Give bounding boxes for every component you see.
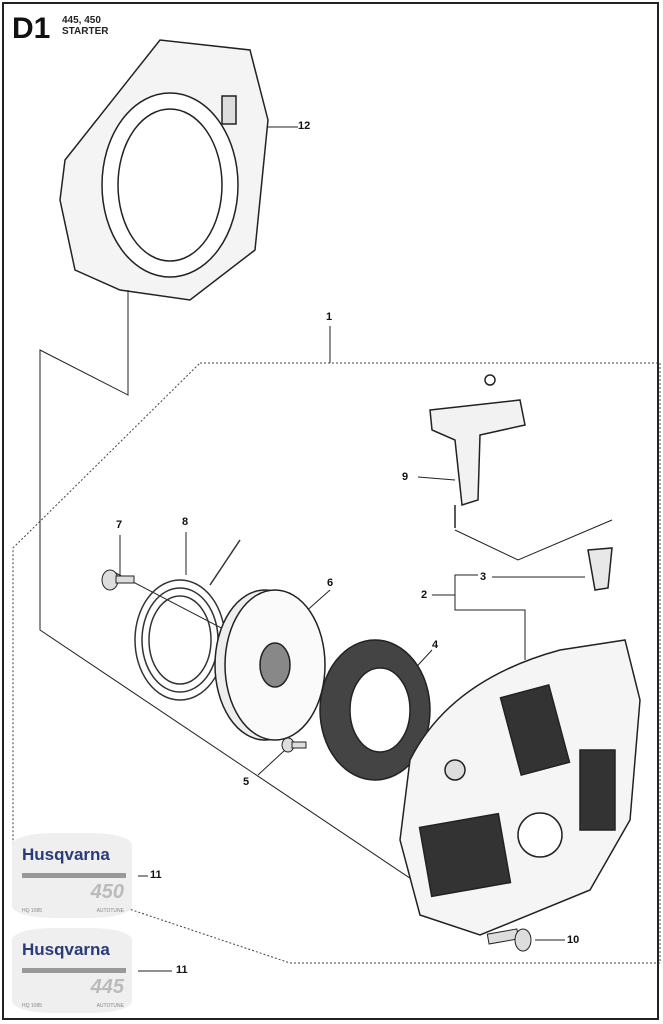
section-models: 445, 450 — [62, 15, 101, 26]
callout-8: 8 — [182, 516, 189, 528]
decal-445: Husqvarna 445 HQ 1085 AUTOTUNE — [12, 928, 132, 1013]
section-code: D1 — [12, 12, 51, 45]
screw-part-5 — [281, 737, 307, 753]
screw-part-7 — [101, 569, 135, 591]
callout-3: 3 — [480, 571, 487, 583]
decal-stripe — [22, 873, 126, 878]
fan-housing-part-12 — [59, 39, 269, 301]
callout-2: 2 — [421, 589, 428, 601]
callout-9: 9 — [402, 471, 409, 483]
screw-part-10 — [486, 928, 532, 952]
callout-5: 5 — [243, 776, 250, 788]
decal-450: Husqvarna 450 HQ 1085 AUTOTUNE — [12, 833, 132, 918]
decal-brand: Husqvarna — [22, 940, 110, 959]
callout-10: 10 — [567, 934, 580, 946]
callout-11-445: 11 — [176, 964, 188, 976]
decal-code-left: HQ 1085 — [22, 908, 43, 914]
section-title: STARTER — [62, 26, 109, 37]
callout-11-450: 11 — [150, 869, 162, 881]
decal-code-left: HQ 1085 — [22, 1003, 43, 1009]
callout-12: 12 — [298, 120, 311, 132]
starter-handle-part-9 — [429, 374, 526, 528]
decal-brand: Husqvarna — [22, 845, 110, 864]
callout-4: 4 — [432, 639, 439, 651]
callout-6: 6 — [327, 577, 334, 589]
starter-housing-part-2 — [399, 639, 641, 936]
assembly-boundary — [12, 362, 661, 964]
decal-stripe — [22, 968, 126, 973]
decal-code-right: AUTOTUNE — [96, 908, 124, 914]
decal-model: 445 — [90, 976, 124, 998]
callout-1: 1 — [326, 311, 333, 323]
decal-model: 450 — [90, 881, 124, 903]
rope-bush-part-3 — [587, 547, 613, 591]
decal-code-right: AUTOTUNE — [96, 1003, 124, 1009]
callout-7: 7 — [116, 519, 123, 531]
pulley-part-6 — [214, 589, 326, 741]
spring-cassette-part-4 — [319, 639, 431, 781]
